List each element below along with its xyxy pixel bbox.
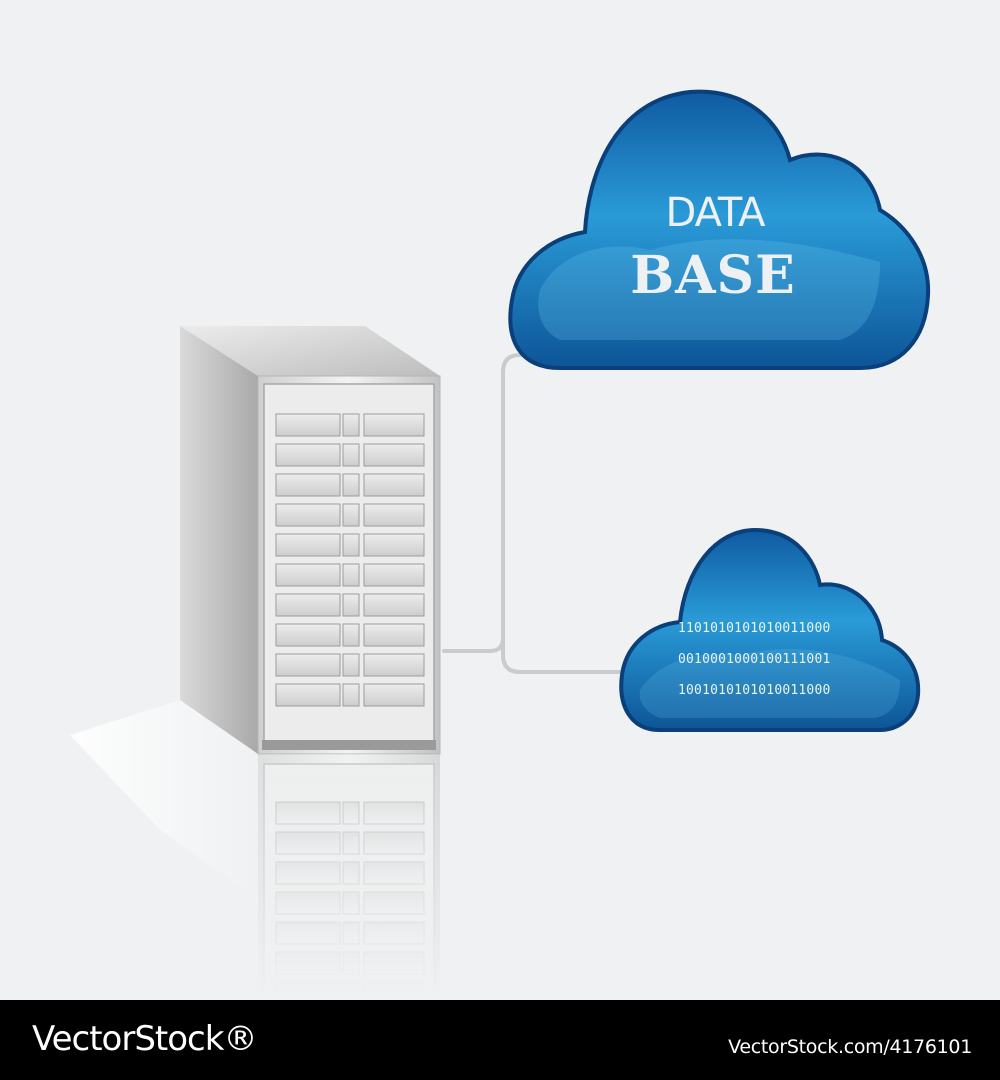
drive-bay <box>363 443 425 467</box>
drive-bay <box>363 653 425 677</box>
binary-line-3: 1001010101010011000 <box>678 683 831 698</box>
server-reflection <box>258 754 440 1000</box>
drive-bay <box>342 503 360 527</box>
drive-bay <box>342 413 360 437</box>
drive-bay <box>363 413 425 437</box>
binary-cloud <box>619 527 921 732</box>
server-top <box>180 326 440 376</box>
cable-to-database-cloud <box>442 353 562 653</box>
drive-bay <box>342 473 360 497</box>
drive-bay <box>275 443 341 467</box>
watermark-image-id: VectorStock.com/4176101 <box>728 1036 972 1058</box>
server-drive-bays <box>275 413 425 707</box>
server-side <box>180 326 258 754</box>
database-cloud <box>508 89 931 370</box>
drive-bay <box>363 533 425 557</box>
drive-bay <box>363 563 425 587</box>
database-illustration <box>70 89 931 1000</box>
binary-line-2: 0010001000100111001 <box>678 652 831 667</box>
drive-bay <box>342 593 360 617</box>
floor-shadow <box>70 700 258 900</box>
drive-bay <box>363 503 425 527</box>
drive-bay <box>342 533 360 557</box>
watermark-footer: VectorStock® VectorStock.com/4176101 <box>0 1000 1000 1080</box>
drive-bay <box>275 563 341 587</box>
drive-bay <box>342 443 360 467</box>
drive-bay <box>275 533 341 557</box>
drive-bay <box>275 503 341 527</box>
drive-bay <box>275 683 341 707</box>
drive-bay <box>363 623 425 647</box>
drive-bay <box>275 413 341 437</box>
cloud-title-base: BASE <box>630 245 796 306</box>
drive-bay <box>342 683 360 707</box>
watermark-brand: VectorStock® <box>32 1019 257 1059</box>
server-tower-icon <box>180 326 441 755</box>
drive-bay <box>363 593 425 617</box>
drive-bay <box>275 653 341 677</box>
drive-bay <box>342 653 360 677</box>
drive-bay <box>342 563 360 587</box>
drive-bay <box>275 623 341 647</box>
cable-to-binary-cloud <box>501 598 632 674</box>
drive-bay <box>342 623 360 647</box>
cloud-title-data: DATA <box>665 190 765 236</box>
drive-bay <box>275 473 341 497</box>
connection-cables <box>442 353 632 674</box>
drive-bay <box>275 593 341 617</box>
drive-bay <box>363 473 425 497</box>
drive-bay <box>363 683 425 707</box>
binary-line-1: 1101010101010011000 <box>678 621 831 636</box>
